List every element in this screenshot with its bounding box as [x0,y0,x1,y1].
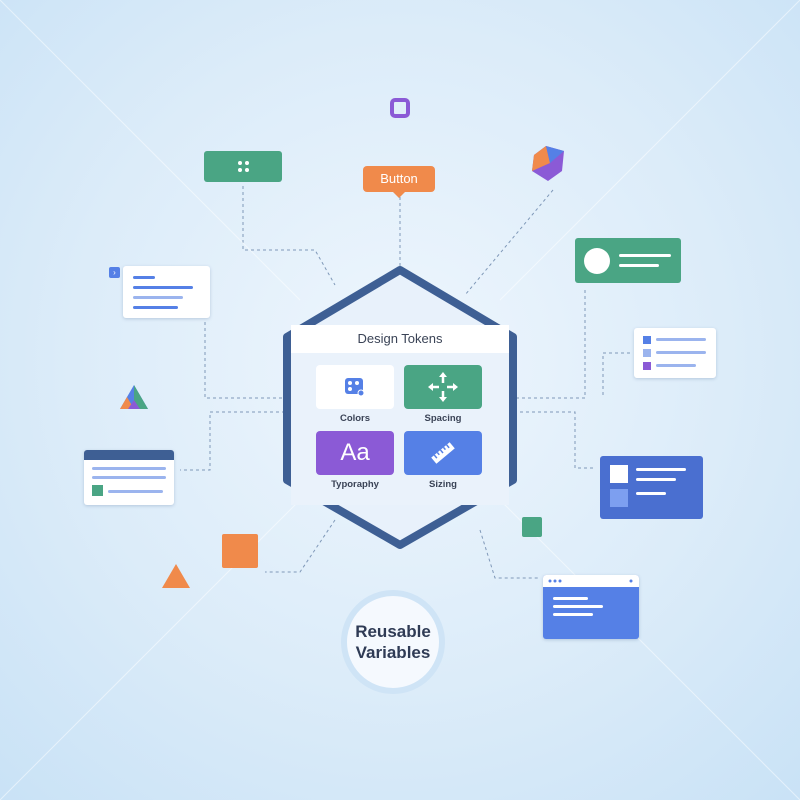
orange-square-shape [222,534,258,568]
grid-dots-card [204,151,282,182]
gem-logo-icon [532,146,564,181]
panel-title: Design Tokens [291,325,509,353]
green-square-shape [522,517,542,537]
tile-sizing[interactable] [404,431,482,475]
ruler-icon [431,442,455,464]
tile-typography[interactable]: Aa [316,431,394,475]
tile-label: Colors [339,413,371,424]
dots-icon [238,161,249,172]
browser-window-card [84,450,174,505]
app-window-card [543,575,639,639]
design-tokens-panel: Design Tokens Colors Spacing Aa Typoraph… [291,325,509,505]
move-arrows-icon [428,372,458,402]
media-card [600,456,703,519]
rounded-square-icon [390,98,410,118]
badge-line-1: Reusable [355,622,431,641]
button-component[interactable]: Button [363,166,435,192]
text-aa-icon: Aa [340,439,370,466]
avatar [584,248,610,274]
profile-card [575,238,681,283]
chevron-right-icon: › [109,267,120,278]
tile-label: Sizing [429,479,457,490]
tile-spacing[interactable] [404,365,482,409]
checklist-card [634,328,716,378]
orange-triangle-shape [162,564,190,588]
triangle-logo-icon [120,385,148,409]
tile-label: Typoraphy [331,479,379,490]
tile-colors[interactable] [316,365,394,409]
list-card [123,266,210,318]
chip-pointer [393,192,405,198]
badge-line-2: Variables [355,643,431,662]
palette-icon [345,378,365,397]
tile-label: Spacing [424,413,462,424]
